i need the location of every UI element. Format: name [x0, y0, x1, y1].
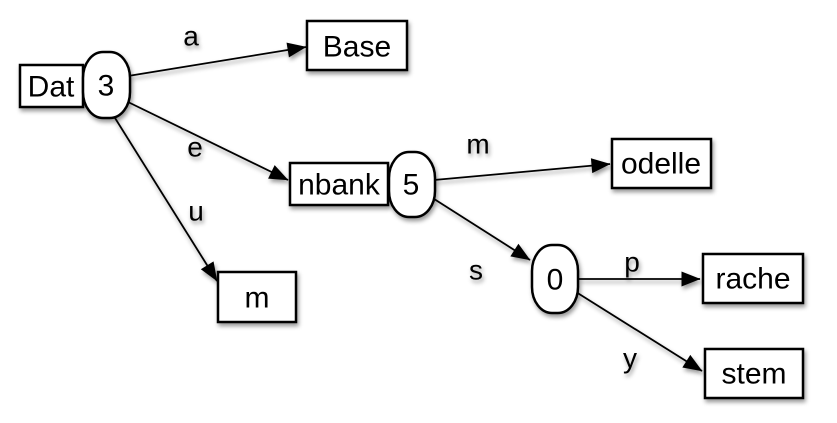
edge-e-arrow [127, 101, 289, 181]
node-labels: Dat 3 Base nbank 5 m odelle 0 rache stem [28, 31, 791, 391]
node-base-label: Base [323, 31, 391, 64]
edge-a-label: a [183, 21, 199, 52]
edge-m-arrow [433, 158, 611, 181]
node-count-3-label: 3 [98, 70, 115, 103]
node-stem-label: stem [721, 358, 786, 391]
node-odelle-label: odelle [621, 148, 701, 181]
node-odelle-box [610, 137, 713, 190]
node-nbank-box [288, 161, 390, 207]
node-m-box [216, 270, 298, 324]
node-rache-box [701, 252, 805, 305]
edge-y-label: y [623, 343, 637, 374]
nodes [18, 19, 805, 400]
edge-m-label: m [466, 129, 489, 160]
edge-u-label: u [188, 196, 204, 227]
edge-a-arrow [127, 42, 307, 77]
node-count-5-label: 5 [403, 169, 420, 202]
node-base-box [305, 19, 409, 72]
node-count-0-bubble [530, 243, 580, 315]
node-rache-label: rache [715, 263, 790, 296]
node-stem-box [703, 347, 805, 400]
node-count-5-bubble [387, 150, 437, 219]
edge-u-arrow [114, 117, 218, 282]
node-m-label: m [245, 282, 270, 315]
edge-p-label: p [624, 247, 640, 278]
edge-y-arrow [575, 291, 703, 372]
edge-s-arrow [430, 196, 531, 261]
node-count-3-bubble [81, 50, 132, 120]
edge-e-label: e [187, 132, 203, 163]
node-dat-label: Dat [28, 71, 75, 104]
node-nbank-label: nbank [298, 169, 381, 202]
node-dat-box [18, 63, 85, 109]
node-count-0-label: 0 [547, 264, 564, 297]
edge-labels: a e u m s p y [183, 21, 640, 374]
edges [114, 42, 703, 372]
edge-s-label: s [469, 255, 483, 286]
